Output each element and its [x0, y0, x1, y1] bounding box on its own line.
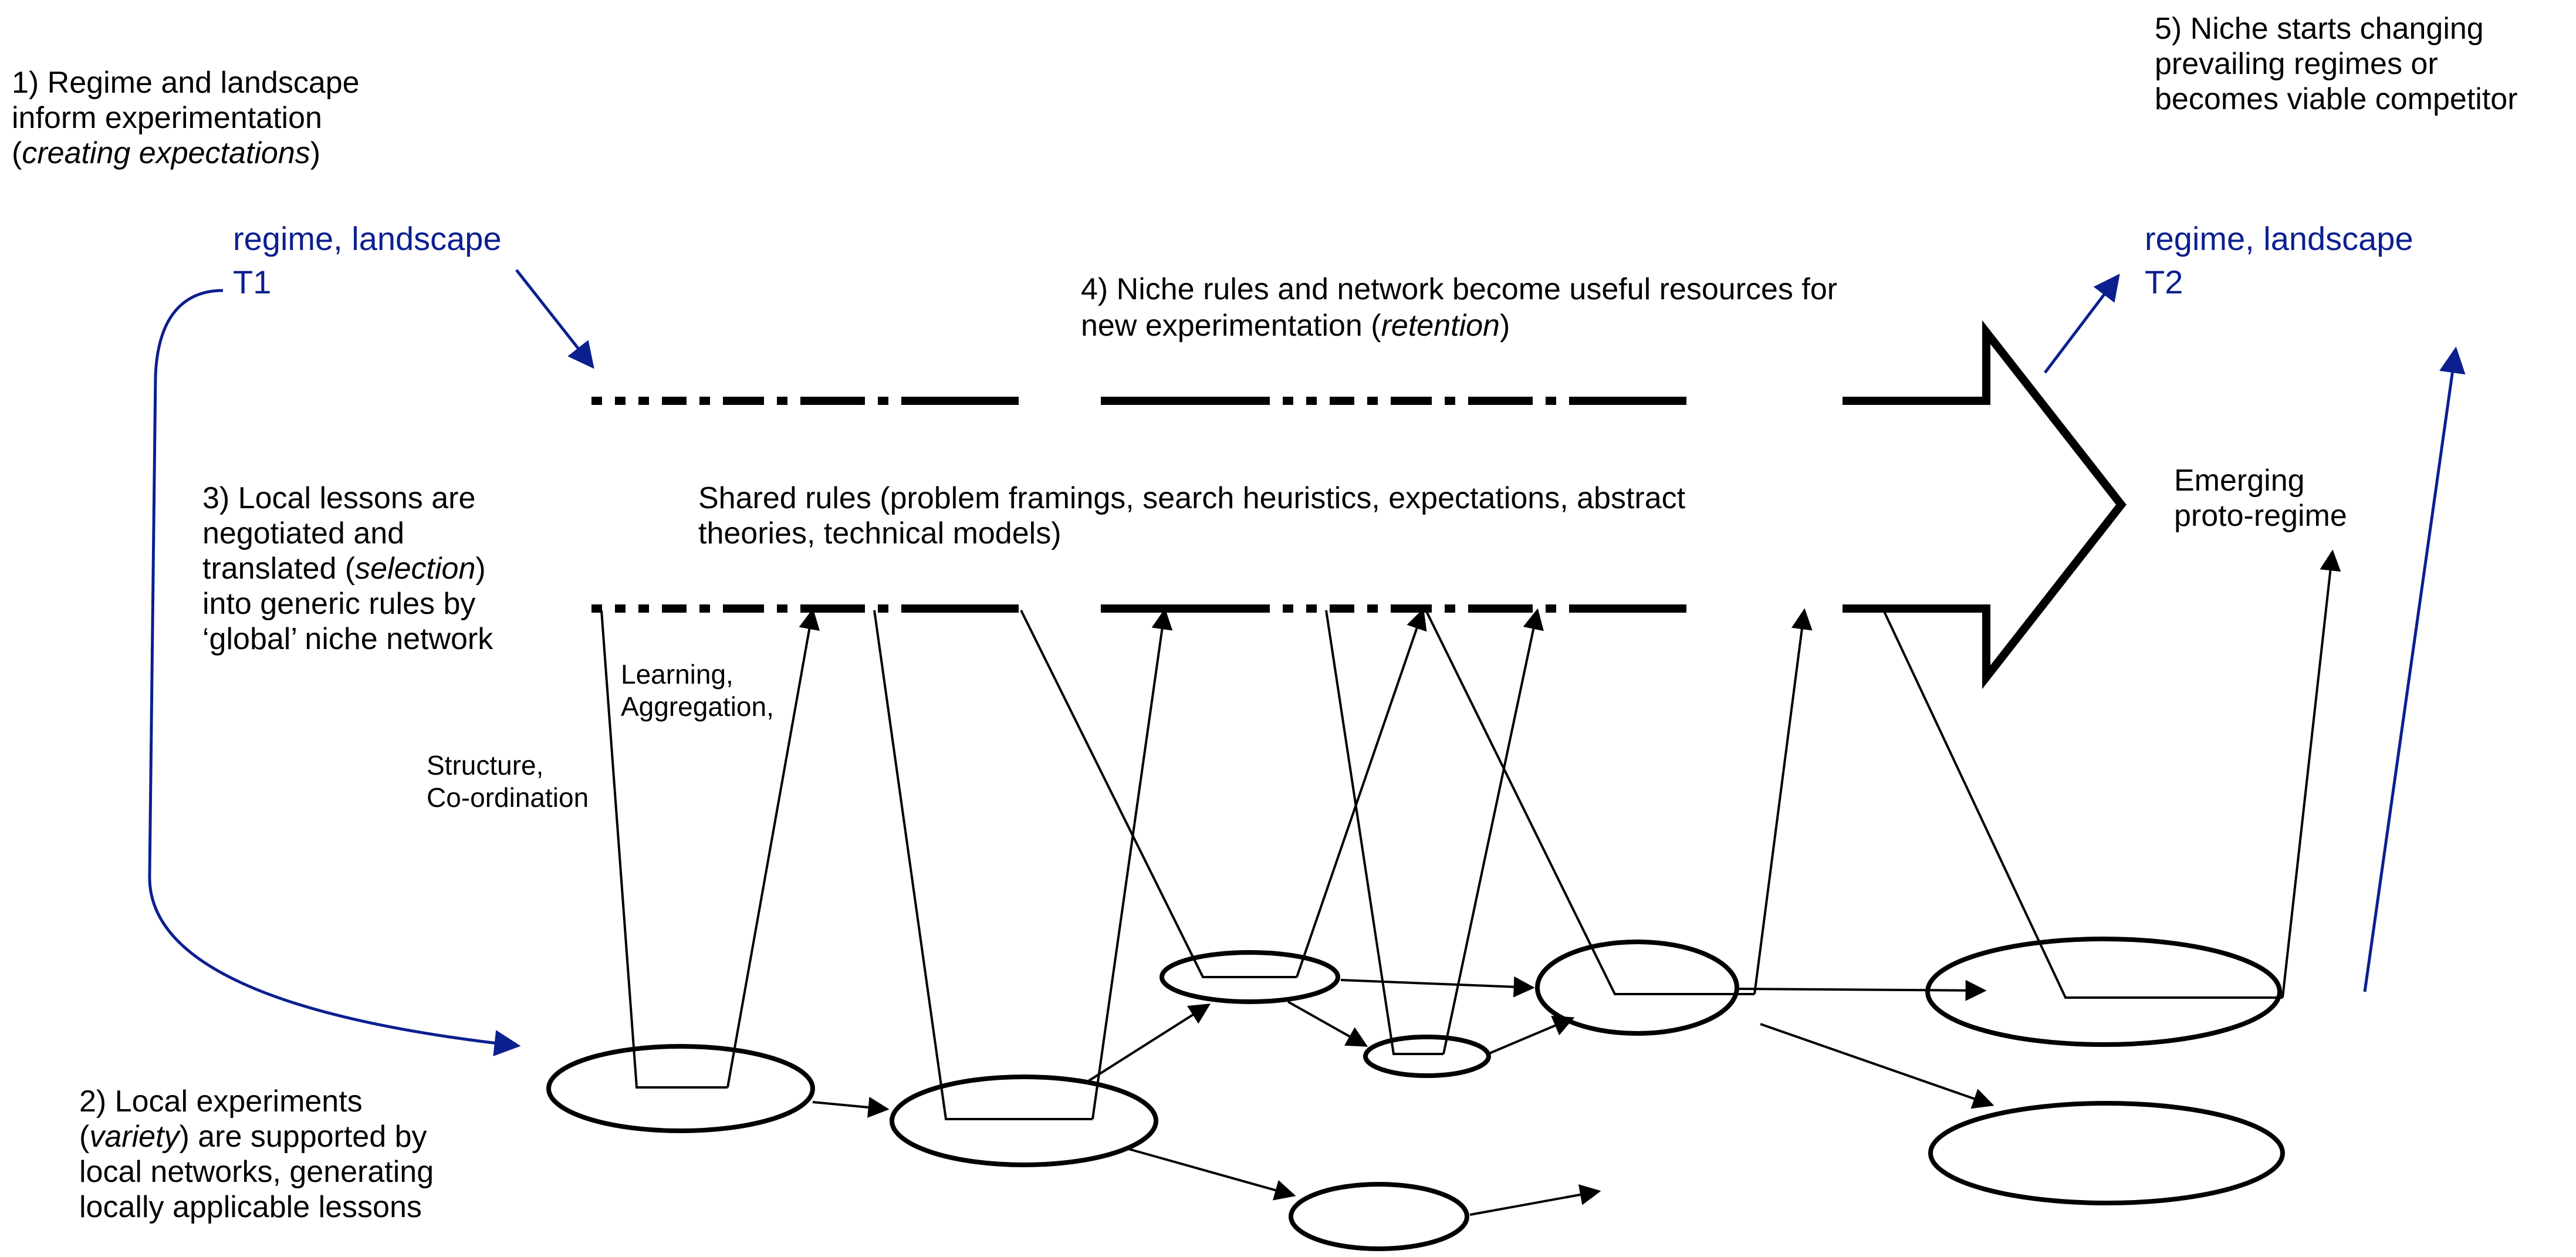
step5-line1: 5) Niche starts changing: [2155, 12, 2484, 46]
learning-line2: Aggregation,: [621, 691, 774, 722]
link-4-6: [1340, 976, 1535, 998]
funnel-4: [1325, 610, 1443, 1055]
funnel-5: [1425, 610, 1754, 995]
funnel-6: [1882, 610, 2283, 999]
funnel-3-up-arrow: [1296, 608, 1427, 978]
step4-line1: 4) Niche rules and network become useful…: [1081, 272, 1837, 306]
step1-line3-open: (: [12, 136, 22, 170]
structure-line1: Structure,: [427, 750, 543, 780]
step1-line2: inform experimentation: [12, 101, 322, 135]
proto-regime-line1: Emerging: [2174, 464, 2305, 498]
step2-line2-open: (: [79, 1120, 90, 1154]
step1-line3-close: ): [310, 136, 320, 170]
structure-label: Structure, Co-ordination: [427, 750, 589, 813]
experiments-to-regime-t2-arrow: [2363, 346, 2466, 992]
experiment-ellipse-3: [1289, 1182, 1469, 1251]
funnel-2-up-arrow: [1091, 608, 1173, 1120]
proto-regime-line2: proto-regime: [2174, 499, 2347, 533]
experiment-ellipse-2: [890, 1074, 1158, 1167]
big-arrow: [591, 320, 2127, 690]
learning-label: Learning, Aggregation,: [621, 659, 774, 722]
funnel-5-up-arrow: [1753, 608, 1813, 995]
step4-line2-italic: retention: [1381, 309, 1500, 343]
step3-label: 3) Local lessons are negotiated and tran…: [202, 481, 494, 656]
step4-line2-post: ): [1500, 309, 1510, 343]
niche-to-regime-t2-arrow: [2044, 273, 2120, 374]
step3-line4: into generic rules by: [202, 587, 475, 621]
regime-t2-line1: regime, landscape: [2145, 220, 2413, 257]
link-5-6: [1489, 1016, 1575, 1055]
regime-t1-line2: T1: [233, 263, 271, 300]
funnel-3: [1020, 610, 1297, 978]
regime-t1-to-experiments-arrow: [148, 289, 521, 1056]
step5-label: 5) Niche starts changing prevailing regi…: [2155, 12, 2518, 116]
step3-line2: negotiated and: [202, 516, 404, 550]
step3-line3-post: ): [475, 552, 485, 586]
link-4-5: [1287, 1001, 1368, 1047]
funnel-lines: [600, 549, 2341, 1120]
experiment-ellipse-1: [546, 1044, 815, 1133]
step2-line2-post: ) are supported by: [179, 1120, 427, 1154]
funnel-1-up-arrow: [726, 608, 820, 1088]
link-3-out: [1469, 1184, 1601, 1216]
learning-line1: Learning,: [621, 659, 733, 690]
regime-t1-line1: regime, landscape: [233, 220, 502, 257]
step2-line3: local networks, generating: [79, 1155, 434, 1189]
step3-line5: ‘global’ niche network: [202, 622, 493, 656]
regime-t2-line2: T2: [2145, 263, 2183, 300]
step5-line3: becomes viable competitor: [2155, 82, 2518, 116]
regime-t1-label: regime, landscape T1: [233, 220, 511, 300]
regime-arrows: [148, 269, 2466, 1056]
regime-t2-label: regime, landscape T2: [2145, 220, 2422, 300]
experiment-ellipse-6: [1535, 940, 1739, 1036]
experiment-links: [812, 976, 1994, 1216]
link-2-4: [1087, 1003, 1211, 1082]
funnel-2: [873, 610, 1093, 1120]
step4-label: 4) Niche rules and network become useful…: [1081, 272, 1846, 343]
link-1-2: [812, 1097, 890, 1118]
link-2-3: [1126, 1147, 1296, 1201]
shared-rules-label: Shared rules (problem framings, search h…: [698, 481, 1694, 550]
step2-line1: 2) Local experiments: [79, 1084, 363, 1119]
experiment-ellipse-8: [1928, 1101, 2285, 1205]
funnel-4-up-arrow: [1442, 608, 1544, 1055]
step1-line3-italic: creating expectations: [22, 136, 310, 170]
funnel-1: [600, 610, 728, 1089]
big-arrow-head: [1843, 320, 2127, 690]
step2-line4: locally applicable lessons: [79, 1190, 422, 1224]
funnel-6-up-arrow: [2281, 549, 2341, 998]
step2-line2-italic: variety: [89, 1120, 181, 1154]
shared-rules-line1: Shared rules (problem framings, search h…: [698, 481, 1686, 515]
experiment-ellipse-5: [1363, 1035, 1491, 1078]
step2-label: 2) Local experiments (variety) are suppo…: [79, 1084, 442, 1224]
link-6-8: [1760, 1023, 1994, 1109]
shared-rules-line2: theories, technical models): [698, 516, 1061, 550]
step1-label: 1) Regime and landscape inform experimen…: [12, 66, 368, 170]
experiment-ellipse-7: [1925, 937, 2282, 1047]
regime-t1-arrow: [515, 269, 594, 369]
local-experiments: [546, 937, 2285, 1251]
step3-line3-pre: translated (: [202, 552, 356, 586]
step5-line2: prevailing regimes or: [2155, 47, 2438, 81]
proto-regime-label: Emerging proto-regime: [2174, 464, 2347, 533]
experiment-ellipse-4: [1159, 950, 1340, 1004]
step4-line2-pre: new experimentation (: [1081, 309, 1381, 343]
step3-line3-italic: selection: [355, 552, 475, 586]
link-6-7: [1737, 979, 1987, 1001]
structure-line2: Co-ordination: [427, 782, 589, 813]
step3-line1: 3) Local lessons are: [202, 481, 475, 515]
step1-line1: 1) Regime and landscape: [12, 66, 360, 100]
